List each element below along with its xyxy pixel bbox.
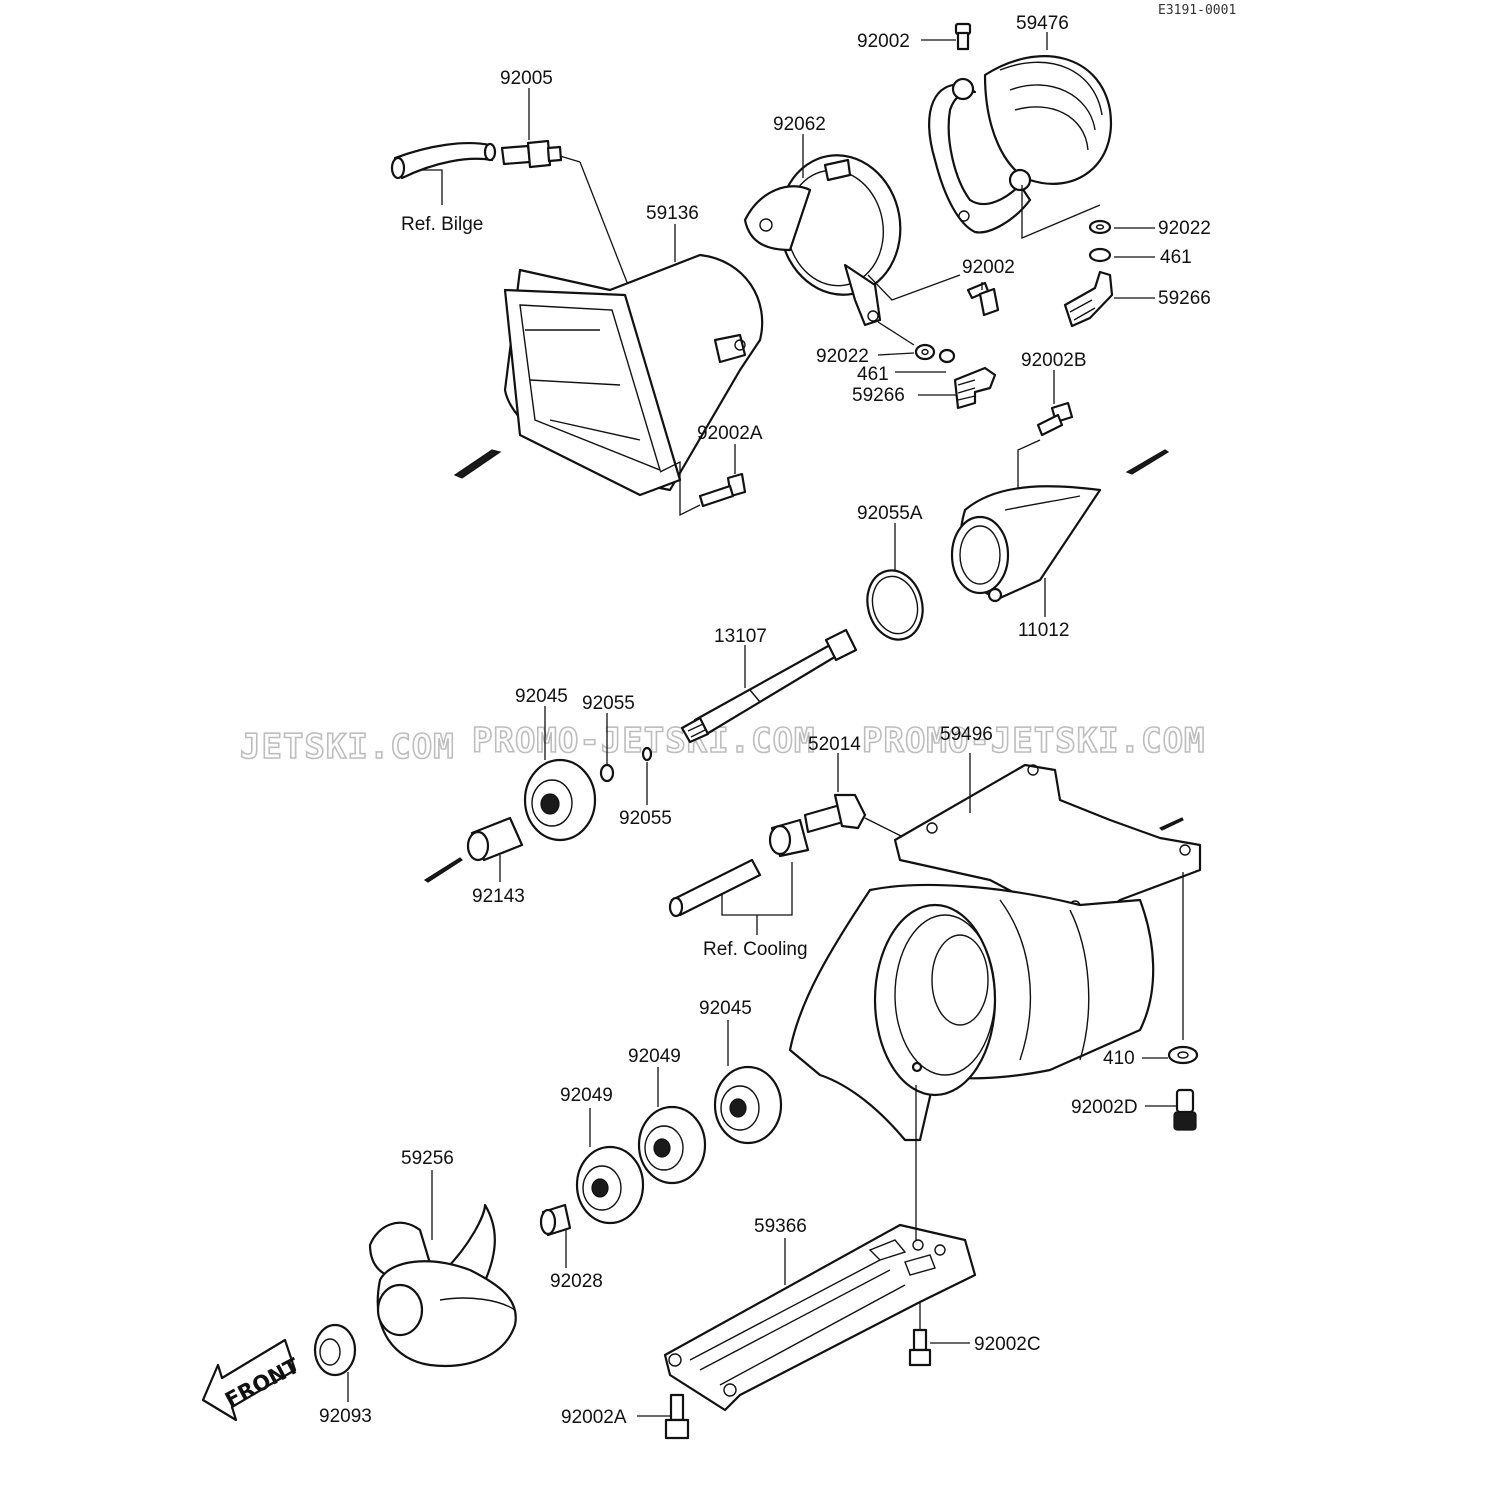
cooling-hose	[668, 858, 793, 935]
label-92143: 92143	[472, 886, 525, 907]
front-arrow: FRONT	[201, 1338, 304, 1422]
label-92022-left: 92022	[816, 346, 869, 367]
label-59256: 59256	[401, 1148, 454, 1169]
bolt-92002C	[908, 1328, 970, 1367]
label-461-right: 461	[1160, 247, 1192, 268]
watermark-jetski: JETSKI.COM	[240, 727, 455, 767]
seal-92093	[313, 1323, 357, 1402]
bolt-92002A-top	[659, 444, 747, 517]
circlip-92055-b	[641, 746, 653, 805]
label-59496: 59496	[940, 724, 993, 745]
label-92062: 92062	[773, 114, 826, 135]
bearing-92045-top	[523, 706, 597, 842]
label-ref-cooling: Ref. Cooling	[703, 939, 808, 960]
label-13107: 13107	[714, 626, 767, 647]
elbow-52014	[803, 753, 906, 839]
label-ref-bilge: Ref. Bilge	[401, 214, 483, 235]
watermark-promo-2: PROMO-JETSKI.COM	[862, 721, 1206, 761]
bolt-92002-mid	[966, 281, 1000, 317]
spacer-92028	[539, 1203, 572, 1268]
label-410: 410	[1103, 1048, 1135, 1069]
pump-case-59136	[453, 224, 764, 497]
label-59266-left: 59266	[852, 385, 905, 406]
label-92049-a: 92049	[560, 1085, 613, 1106]
impeller-59256	[368, 1170, 517, 1367]
bolt-92002B	[1017, 370, 1074, 500]
sleeve-92143	[423, 816, 524, 883]
label-92045-low: 92045	[699, 998, 752, 1019]
bearing-92045-low	[713, 1020, 783, 1145]
label-59476: 59476	[1016, 13, 1069, 34]
label-11012: 11012	[1018, 620, 1069, 641]
fitting-59266-left	[918, 366, 997, 410]
label-92022-right: 92022	[1158, 218, 1211, 239]
label-52014: 52014	[808, 734, 861, 755]
label-59136: 59136	[646, 203, 699, 224]
label-59266-right: 59266	[1158, 288, 1211, 309]
label-92055A: 92055A	[857, 503, 923, 524]
fitting-92005	[500, 88, 631, 291]
label-92002-top: 92002	[857, 31, 910, 52]
label-92002A-bottom: 92002A	[561, 1407, 627, 1428]
ring-92062	[743, 134, 961, 327]
o-ring-92055A	[866, 523, 924, 641]
steering-nozzle-59476	[928, 32, 1113, 239]
label-92045-top: 92045	[515, 686, 568, 707]
washer-92022-right	[1088, 219, 1155, 235]
label-59366: 59366	[754, 1216, 807, 1237]
pump-housing-59496	[788, 753, 1202, 1142]
label-461-left: 461	[857, 364, 889, 385]
label-92049-b: 92049	[628, 1046, 681, 1067]
label-92002-mid: 92002	[962, 257, 1015, 278]
label-92002A-top: 92002A	[697, 423, 763, 444]
label-92002C: 92002C	[974, 1334, 1041, 1355]
bolt-92002A-bottom	[637, 1393, 690, 1440]
washer-461-right	[1088, 247, 1155, 263]
bearing-92049-a	[575, 1108, 645, 1225]
cooling-hose-clamp	[768, 818, 810, 858]
ride-plate-59366	[663, 1085, 977, 1412]
washer-461-left	[895, 348, 956, 373]
pump-outlet-11012	[950, 449, 1170, 617]
label-92093: 92093	[319, 1406, 372, 1427]
label-92055-b: 92055	[619, 808, 672, 829]
washer-92022-left	[877, 321, 936, 361]
bilge-hose	[390, 142, 497, 205]
fitting-59266-right	[1063, 270, 1155, 328]
bearing-92049-b	[637, 1067, 707, 1185]
label-92005: 92005	[500, 68, 553, 89]
label-92028: 92028	[550, 1271, 603, 1292]
bolt-92002-top	[921, 22, 972, 51]
diagram-code: E3191-0001	[1158, 3, 1236, 18]
washer-410	[1142, 1045, 1199, 1065]
bolt-92002D	[1145, 1088, 1197, 1131]
label-92055-a: 92055	[582, 693, 635, 714]
label-92002B: 92002B	[1021, 350, 1087, 371]
label-92002D: 92002D	[1071, 1097, 1138, 1118]
circlip-92055-a	[599, 713, 615, 783]
drive-shaft-13107	[680, 628, 858, 744]
